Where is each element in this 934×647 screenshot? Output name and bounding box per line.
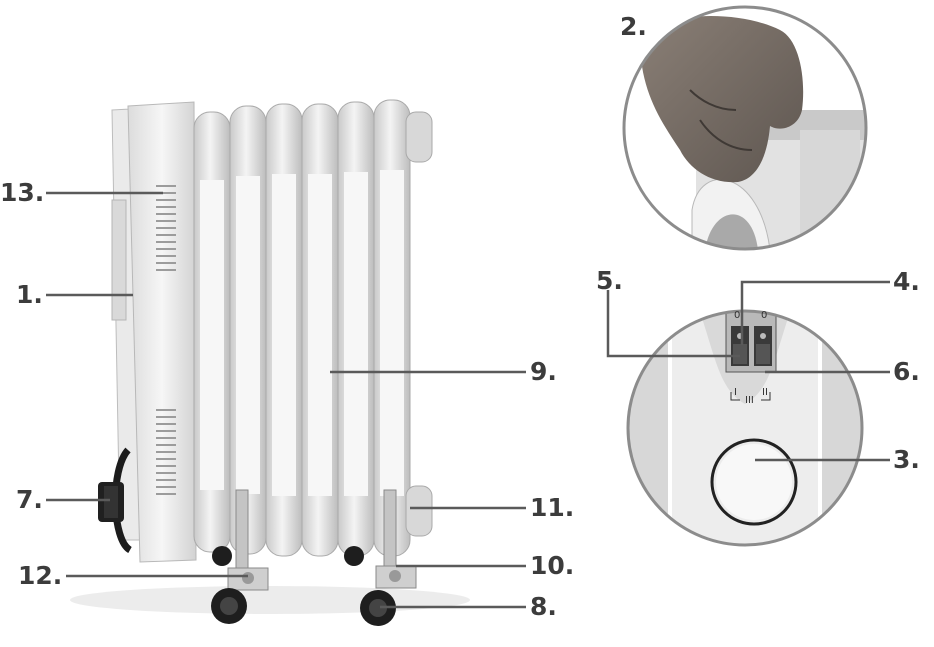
mark-i: I [734,387,737,398]
side-switch-box [111,199,127,321]
callout-1: 1. [16,280,43,309]
callout-4: 4. [893,267,920,296]
callout-9: 9. [530,357,557,386]
callout-11: 11. [530,493,575,522]
callout-6: 6. [893,357,920,386]
top-vent-slots [156,185,176,271]
callout-8: 8. [530,592,557,621]
bottom-vent-slots [156,409,176,495]
callout-7: 7. [16,485,43,514]
radiator-fins [193,99,433,557]
heater [70,99,470,626]
floor-shadow [70,586,470,614]
mark-0-left: 0 [734,310,740,321]
callout-13: 13. [0,178,45,207]
detail-circle-handle [622,5,868,251]
callout-2: 2. [620,12,647,41]
callout-5: 5. [596,266,623,295]
mark-ii: II [762,387,768,398]
mark-0-right: 0 [761,310,767,321]
control-housing [127,101,197,563]
leader-lines [46,191,890,609]
callout-10: 10. [530,551,575,580]
right-foot [344,489,417,626]
callout-12: 12. [18,561,63,590]
mark-iii: III [745,395,754,406]
power-cord [98,447,133,554]
callout-3: 3. [893,445,920,474]
detail-circle-controls: 0 0 I III II [626,309,864,547]
